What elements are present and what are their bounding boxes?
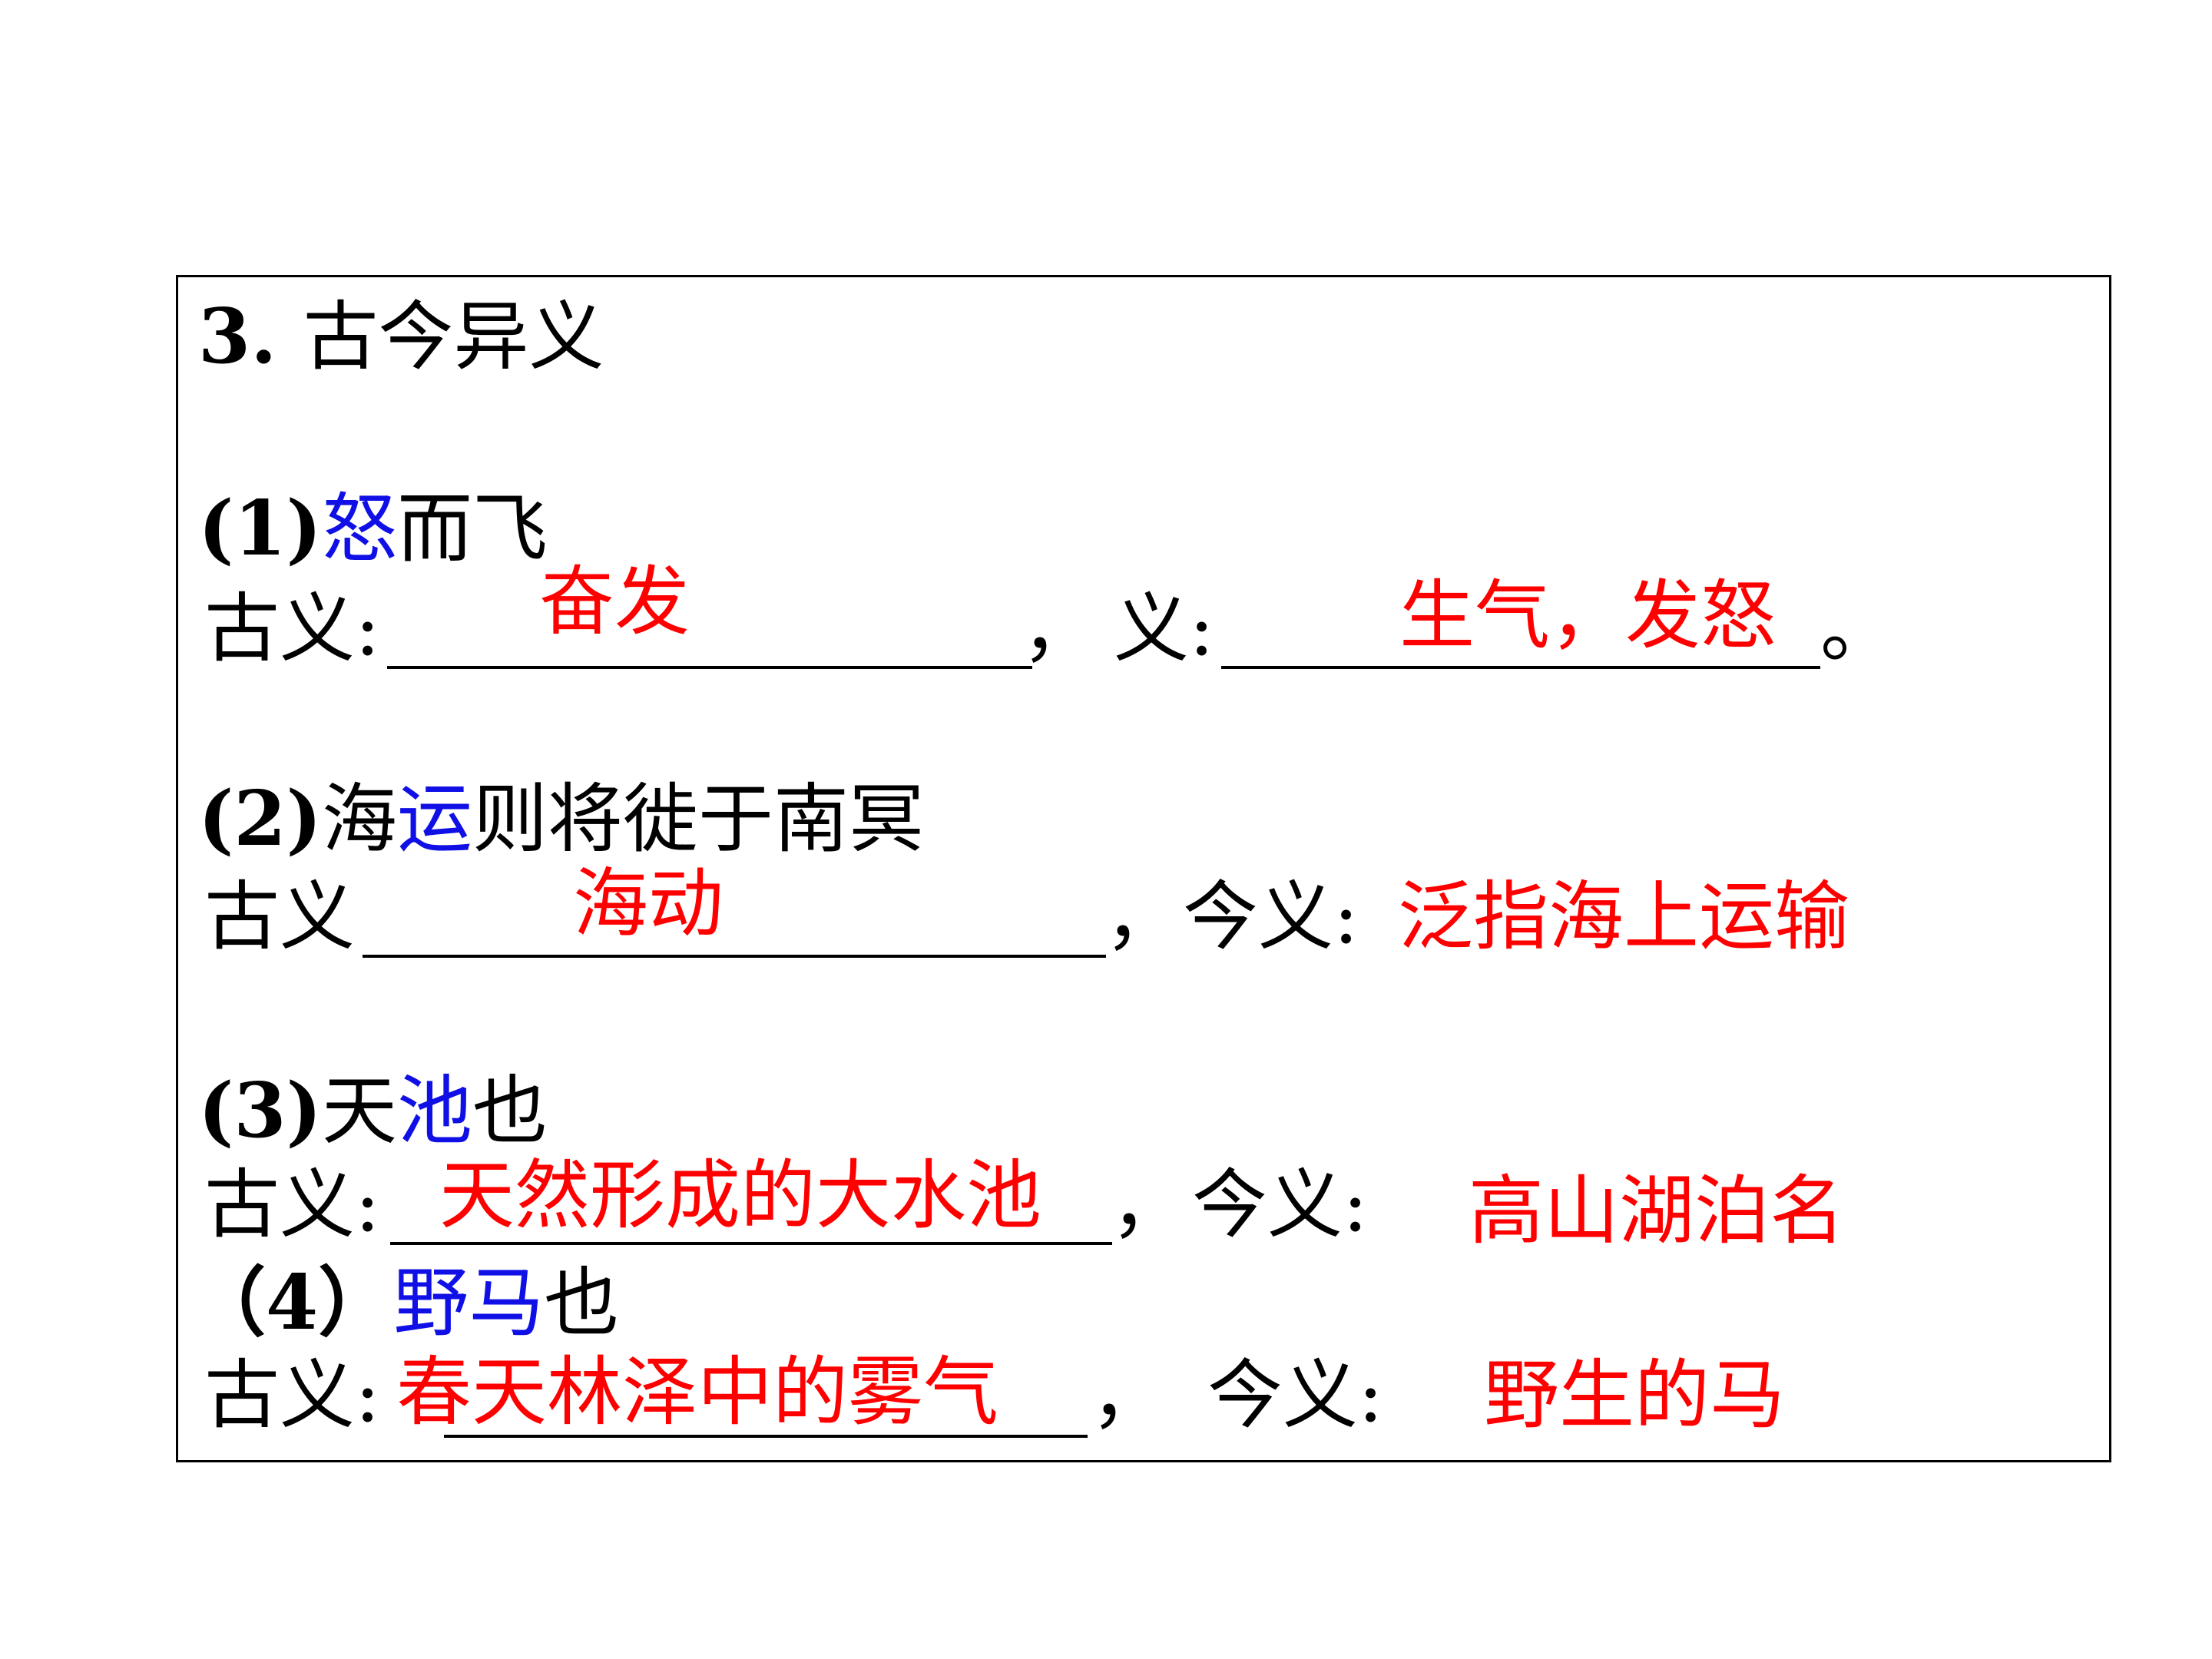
item-2-jin-answer: 泛指海上运输: [1398, 873, 1850, 961]
item-4-gu-blank: [444, 1435, 1088, 1438]
heading-number: 3.: [198, 293, 277, 381]
item-3-gu-blank: [390, 1242, 1112, 1245]
exercise-box: [176, 275, 2111, 1462]
heading: 3. 古今异义: [198, 300, 604, 376]
item-1-key-word: 怒: [321, 485, 397, 573]
item-3-gu-label: 古义:: [204, 1161, 381, 1249]
item-1-phrase: (1)怒而飞: [198, 492, 548, 568]
item-1-end: 。: [1820, 585, 1896, 673]
item-3-separator: ，: [1111, 1161, 1187, 1249]
item-4-label: （4）: [190, 1259, 394, 1347]
item-2-gu-blank: [363, 955, 1106, 958]
item-2-gu-answer: 海动: [573, 860, 724, 948]
item-2-key-word: 运: [396, 776, 472, 863]
item-1-gu-label: 古义:: [204, 585, 381, 673]
item-4-phrase: （4）野马也: [190, 1266, 619, 1342]
item-3-jin-answer: 高山湖泊名: [1469, 1167, 1846, 1255]
item-4-jin-answer: 野生的马: [1484, 1352, 1786, 1439]
item-1-gu-blank: [387, 666, 1032, 669]
item-3-rest: 也: [472, 1068, 548, 1155]
item-2-gu-label: 古义: [204, 873, 356, 961]
item-4-gu-answer: 春天林泽中的雾气: [396, 1349, 999, 1436]
item-1-jin-label: 义:: [1114, 585, 1215, 673]
item-2-label: (2): [198, 775, 322, 863]
item-3-gu-answer: 天然形成的大水池: [439, 1152, 1042, 1240]
item-4-key-word: 野马: [393, 1260, 545, 1347]
item-1-jin-blank: [1221, 666, 1820, 669]
heading-title: 古今异义: [303, 293, 604, 381]
item-2-phrase: (2)海运则将徙于南冥: [198, 782, 924, 858]
item-2-pre: 海: [321, 776, 397, 863]
item-1-gu-answer: 奋发: [539, 558, 690, 646]
item-4-gu-label: 古义:: [204, 1352, 381, 1439]
item-3-phrase: (3)天池也: [198, 1074, 548, 1150]
item-1-separator: ，: [1022, 585, 1098, 673]
item-3-jin-label: 今义:: [1192, 1161, 1369, 1249]
item-2-rest: 则将徙于南冥: [472, 776, 924, 863]
item-3-label: (3): [198, 1067, 322, 1155]
item-4-separator: ，: [1091, 1352, 1167, 1439]
item-1-label: (1): [198, 485, 322, 573]
item-3-pre: 天: [321, 1068, 397, 1155]
item-2-separator: ，: [1104, 873, 1181, 961]
item-1-rest: 而飞: [396, 485, 548, 573]
item-2-jin-label: 今义:: [1183, 873, 1359, 961]
item-1-jin-answer: 生气，发怒: [1399, 572, 1777, 660]
item-4-jin-label: 今义:: [1207, 1352, 1384, 1439]
item-4-rest: 也: [544, 1260, 620, 1347]
item-3-key-word: 池: [396, 1068, 472, 1155]
